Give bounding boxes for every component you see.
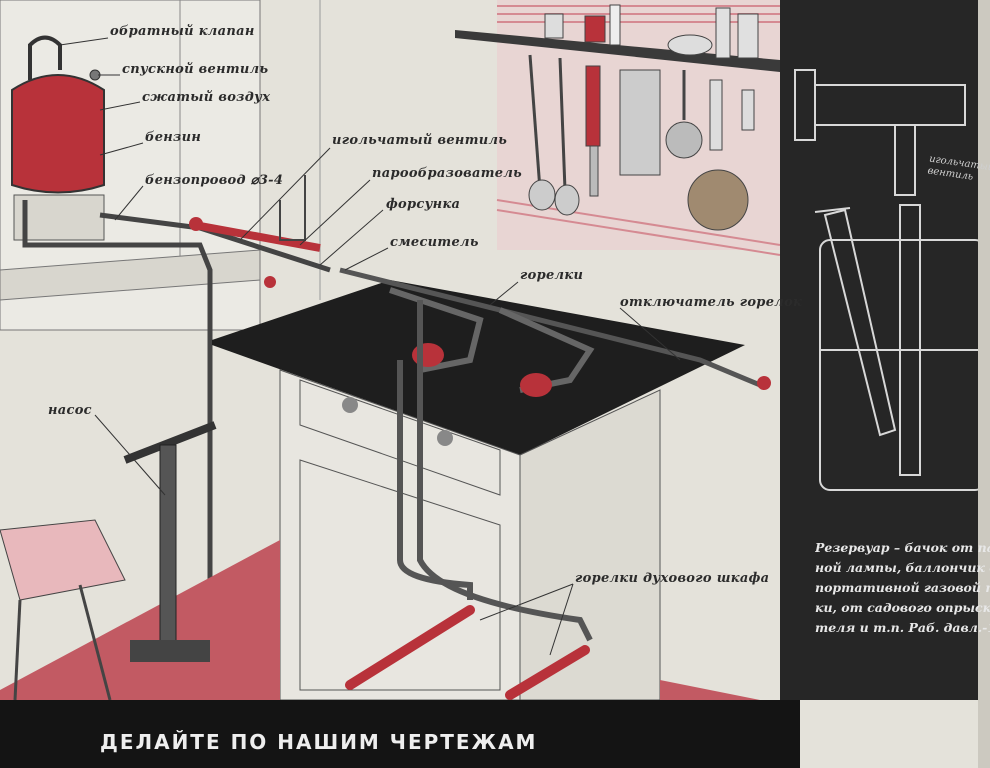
caption-line: Резервуар – бачок от па- bbox=[815, 540, 990, 555]
label-check-valve: обратный клапан bbox=[110, 24, 255, 39]
label-vaporizer: парообразователь bbox=[372, 166, 523, 181]
bottom-banner bbox=[0, 700, 800, 768]
frying-pan bbox=[687, 169, 749, 231]
label-needle-valve: игольчатый вентиль bbox=[332, 133, 508, 148]
caption-line: ной лампы, баллончик от bbox=[815, 560, 990, 575]
fuel-tank bbox=[11, 74, 105, 194]
label-burners: горелки bbox=[520, 268, 584, 283]
pump-handle bbox=[123, 421, 217, 464]
label-compressed-air: сжатый воздух bbox=[142, 90, 271, 105]
label-fuel-line: бензопровод ⌀3-4 bbox=[145, 173, 284, 188]
caption-line: теля и т.п. Раб. давл.-1 bbox=[815, 620, 990, 635]
stove-top bbox=[212, 280, 745, 455]
pump bbox=[159, 444, 177, 646]
label-gasoline: бензин bbox=[145, 130, 202, 145]
label-pump: насос bbox=[48, 403, 92, 418]
label-nozzle: форсунка bbox=[386, 197, 461, 212]
shelf bbox=[455, 30, 780, 72]
caption-line: ки, от садового опрыскива- bbox=[815, 600, 990, 615]
inset-caption: Резервуар – бачок от па- ной лампы, балл… bbox=[815, 538, 990, 638]
label-oven-burners: горелки духового шкафа bbox=[575, 571, 770, 586]
label-mixer: смеситель bbox=[390, 235, 479, 250]
label-drain-valve: спускной вентиль bbox=[122, 62, 269, 77]
caption-line: портативной газовой плит- bbox=[815, 580, 990, 595]
label-burner-switch: отключатель горелок bbox=[620, 295, 803, 310]
banner-title: ДЕЛАЙТЕ ПО НАШИМ ЧЕРТЕЖАМ bbox=[100, 730, 538, 754]
stool bbox=[0, 519, 126, 601]
